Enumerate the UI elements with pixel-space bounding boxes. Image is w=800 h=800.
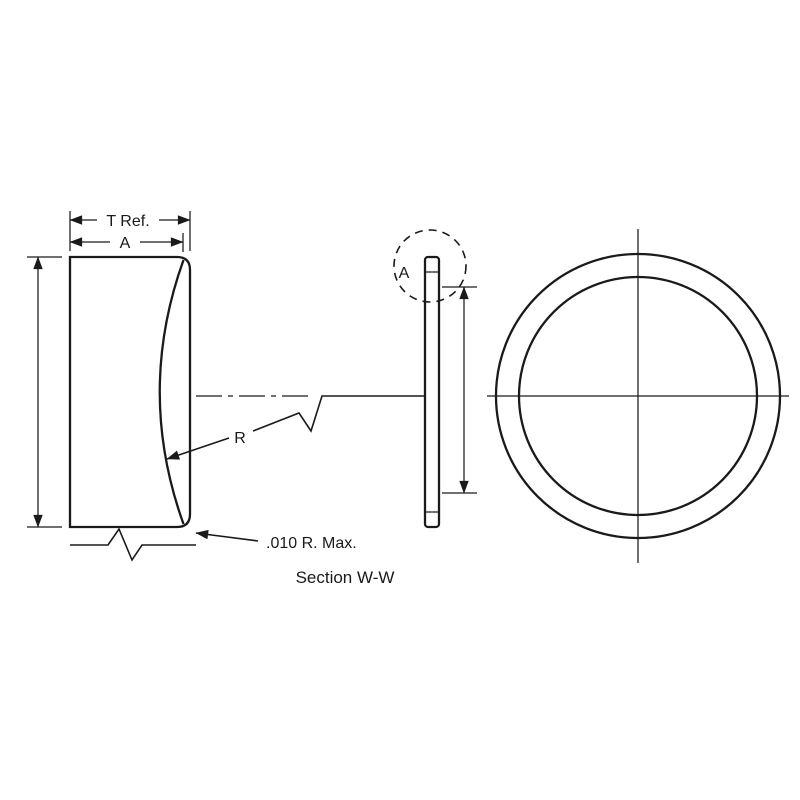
front-view (487, 229, 789, 563)
lens-surface-curve (158, 259, 185, 525)
part-outline (68, 255, 192, 529)
bottom-break-line (70, 527, 196, 562)
t-ref-label: T Ref. (106, 213, 149, 230)
section-title: Section W-W (296, 568, 395, 587)
radius-leader: R (166, 395, 424, 460)
corner-radius-note: .010 R. Max. (266, 535, 357, 552)
radius-leader-break-segment (252, 395, 424, 433)
radius-leader-arrow-segment (166, 437, 230, 460)
dimension-a: A (69, 235, 184, 252)
radius-label: R (234, 430, 246, 447)
detail-marker-label: A (399, 265, 410, 282)
detail-callout-circle (393, 229, 467, 303)
disc-edge-outline (423, 255, 441, 529)
corner-radius-callout: .010 R. Max. (195, 529, 357, 552)
a-dim-label: A (120, 235, 131, 252)
dimension-inner-height (442, 286, 477, 494)
section-view (68, 255, 192, 529)
side-view: A (393, 229, 477, 529)
dimension-height (27, 256, 62, 528)
corner-radius-leader (195, 529, 259, 542)
dimension-t-ref: T Ref. (69, 213, 191, 230)
